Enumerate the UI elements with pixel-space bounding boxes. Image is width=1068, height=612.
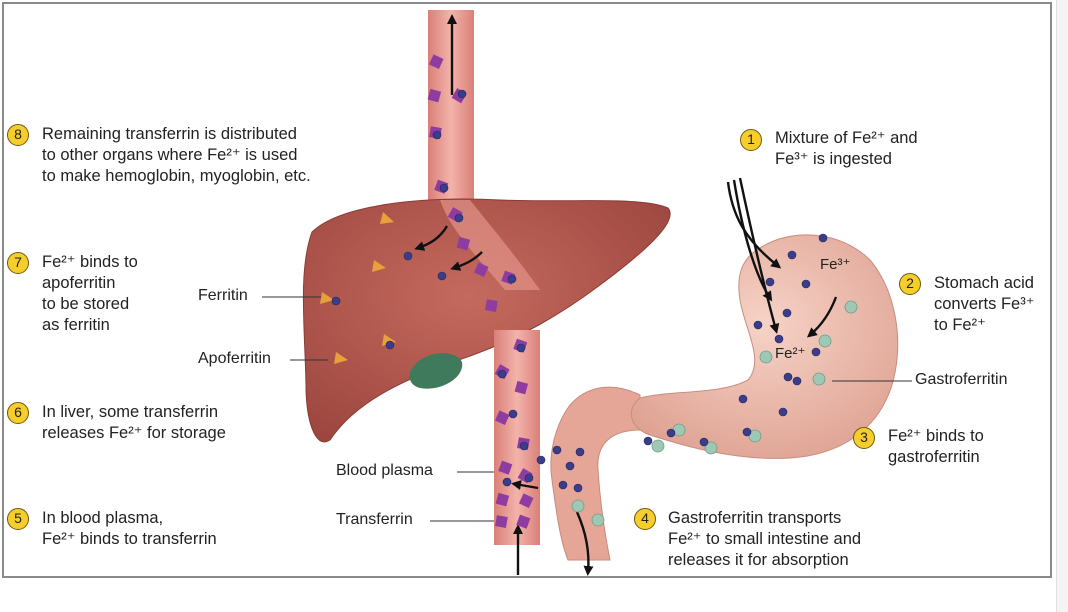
step-2-text: Stomach acid converts Fe³⁺ to Fe²⁺ (934, 273, 1034, 336)
step-7-line-1: Fe²⁺ binds to (42, 253, 138, 271)
step-2-line-3: to Fe²⁺ (934, 316, 986, 334)
leader-lines (262, 296, 912, 522)
step-4-text: Gastroferritin transports Fe²⁺ to small … (668, 508, 861, 571)
scrollbar[interactable] (1056, 0, 1068, 612)
step-7-line-4: as ferritin (42, 316, 110, 334)
step-8-line-2: to other organs where Fe²⁺ is used (42, 146, 298, 164)
step-3-line-1: Fe²⁺ binds to (888, 427, 984, 445)
label-transferrin: Transferrin (336, 511, 413, 528)
label-apoferritin: Apoferritin (198, 350, 271, 367)
label-fe2: Fe²⁺ (775, 345, 806, 362)
diagram-frame (2, 2, 1052, 578)
step-1-text: Mixture of Fe²⁺ and Fe³⁺ is ingested (775, 128, 918, 170)
label-ferritin: Ferritin (198, 287, 248, 304)
step-4-badge: 4 (634, 508, 656, 530)
iron-particles (331, 89, 828, 493)
step-2-badge: 2 (899, 273, 921, 295)
step-7-line-2: apoferritin (42, 274, 116, 292)
step-8-line-3: to make hemoglobin, myoglobin, etc. (42, 167, 311, 185)
step-3-badge: 3 (853, 427, 875, 449)
step-6-text: In liver, some transferrin releases Fe²⁺… (42, 402, 226, 444)
small-intestine (550, 386, 641, 561)
step-7-line-3: to be stored (42, 295, 130, 313)
step-3-line-2: gastroferritin (888, 448, 980, 466)
step-1-badge: 1 (740, 129, 762, 151)
step-8-line-1: Remaining transferrin is distributed (42, 125, 297, 143)
step-7-text: Fe²⁺ binds to apoferritin to be stored a… (42, 252, 138, 336)
label-fe3: Fe³⁺ (820, 256, 851, 273)
liver (302, 198, 671, 443)
label-gastroferritin: Gastroferritin (915, 371, 1008, 388)
step-4-line-2: Fe²⁺ to small intestine and (668, 530, 862, 548)
step-8-badge: 8 (7, 124, 29, 146)
flow-arrows (414, 14, 838, 576)
step-6-line-1: In liver, some transferrin (42, 403, 219, 421)
step-4-line-1: Gastroferritin transports (668, 509, 842, 527)
step-4-line-3: releases it for absorption (668, 551, 849, 569)
step-1-line-2: Fe³⁺ is ingested (775, 150, 892, 168)
step-2-line-1: Stomach acid (934, 274, 1034, 292)
step-6-badge: 6 (7, 402, 29, 424)
step-5-badge: 5 (7, 508, 29, 530)
step-2-line-2: converts Fe³⁺ (934, 295, 1035, 313)
lower-blood-vessel (494, 330, 540, 545)
label-blood-plasma: Blood plasma (336, 462, 433, 479)
step-7-badge: 7 (7, 252, 29, 274)
step-8-text: Remaining transferrin is distributed to … (42, 124, 311, 187)
step-1-line-1: Mixture of Fe²⁺ and (775, 129, 918, 147)
stomach (630, 234, 899, 459)
step-5-line-1: In blood plasma, (42, 509, 164, 527)
step-5-line-2: Fe²⁺ binds to transferrin (42, 530, 217, 548)
vessel-through-liver (440, 200, 540, 290)
step-6-line-2: releases Fe²⁺ for storage (42, 424, 226, 442)
gastroferritin-particles (571, 300, 858, 527)
step-5-text: In blood plasma, Fe²⁺ binds to transferr… (42, 508, 217, 550)
step-3-text: Fe²⁺ binds to gastroferritin (888, 426, 984, 468)
gallbladder (409, 353, 463, 389)
